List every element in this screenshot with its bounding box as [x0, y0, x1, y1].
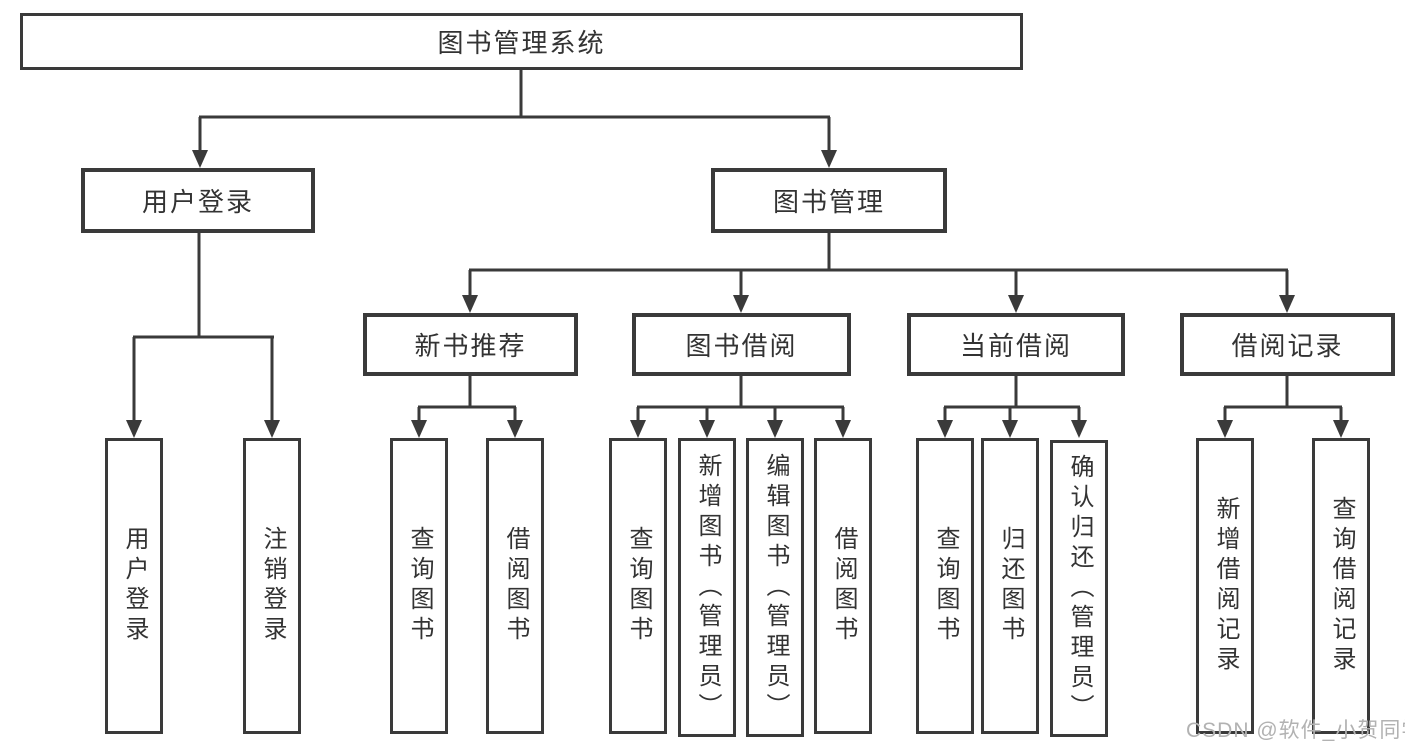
connector-borrow-to-leaves	[630, 376, 851, 438]
leaf-current-query-books-label: 查询图书	[932, 526, 959, 646]
leaf-borrow-query-books-label: 查询图书	[625, 526, 652, 646]
leaf-logout: 注销登录	[243, 438, 301, 734]
leaf-record-add-record-label: 新增借阅记录	[1212, 496, 1239, 676]
connector-current-to-leaves	[937, 376, 1087, 438]
node-new-book-recommend: 新书推荐	[363, 313, 578, 376]
node-borrow-record-label: 借阅记录	[1231, 331, 1344, 361]
node-book-borrow: 图书借阅	[632, 313, 851, 376]
leaf-current-confirm-return-label: 确认归还（管理员）	[1066, 453, 1093, 724]
node-user-login: 用户登录	[81, 168, 315, 233]
leaf-user-login-label: 用户登录	[121, 526, 148, 646]
leaf-user-login: 用户登录	[105, 438, 163, 734]
leaf-current-confirm-return: 确认归还（管理员）	[1050, 440, 1108, 737]
leaf-record-add-record: 新增借阅记录	[1196, 438, 1254, 734]
node-user-login-label: 用户登录	[141, 187, 254, 217]
leaf-record-query-record-label: 查询借阅记录	[1328, 496, 1355, 676]
leaf-current-return-books-label: 归还图书	[997, 526, 1024, 646]
leaf-recommend-query-books: 查询图书	[390, 438, 448, 734]
node-book-borrow-label: 图书借阅	[685, 331, 798, 361]
leaf-current-return-books: 归还图书	[981, 438, 1039, 734]
connector-userlogin-to-leaves	[126, 233, 280, 438]
node-current-borrow: 当前借阅	[907, 313, 1125, 376]
node-root-label: 图书管理系统	[437, 28, 606, 58]
leaf-borrow-borrow-books-label: 借阅图书	[830, 526, 857, 646]
leaf-borrow-add-books: 新增图书（管理员）	[678, 438, 736, 737]
node-book-management-label: 图书管理	[772, 187, 885, 217]
leaf-logout-label: 注销登录	[259, 526, 286, 646]
node-root-library-system: 图书管理系统	[20, 13, 1023, 70]
leaf-recommend-query-books-label: 查询图书	[406, 526, 433, 646]
node-borrow-record: 借阅记录	[1180, 313, 1395, 376]
node-current-borrow-label: 当前借阅	[959, 331, 1072, 361]
leaf-borrow-edit-books: 编辑图书（管理员）	[746, 438, 804, 737]
connector-recommend-to-leaves	[411, 376, 523, 438]
connector-record-to-leaves	[1217, 376, 1349, 438]
leaf-borrow-borrow-books: 借阅图书	[814, 438, 872, 734]
leaf-borrow-query-books: 查询图书	[609, 438, 667, 734]
node-book-management: 图书管理	[711, 168, 947, 233]
leaf-borrow-add-books-label: 新增图书（管理员）	[694, 452, 721, 723]
node-new-book-recommend-label: 新书推荐	[414, 331, 527, 361]
connector-bookmgmt-to-level3	[462, 233, 1295, 313]
csdn-watermark: CSDN @软件_小贺同学	[1186, 719, 1405, 742]
leaf-record-query-record: 查询借阅记录	[1312, 438, 1370, 734]
connector-root-to-level2	[192, 70, 837, 168]
leaf-recommend-borrow-books: 借阅图书	[486, 438, 544, 734]
leaf-current-query-books: 查询图书	[916, 438, 974, 734]
leaf-borrow-edit-books-label: 编辑图书（管理员）	[762, 452, 789, 723]
leaf-recommend-borrow-books-label: 借阅图书	[502, 526, 529, 646]
